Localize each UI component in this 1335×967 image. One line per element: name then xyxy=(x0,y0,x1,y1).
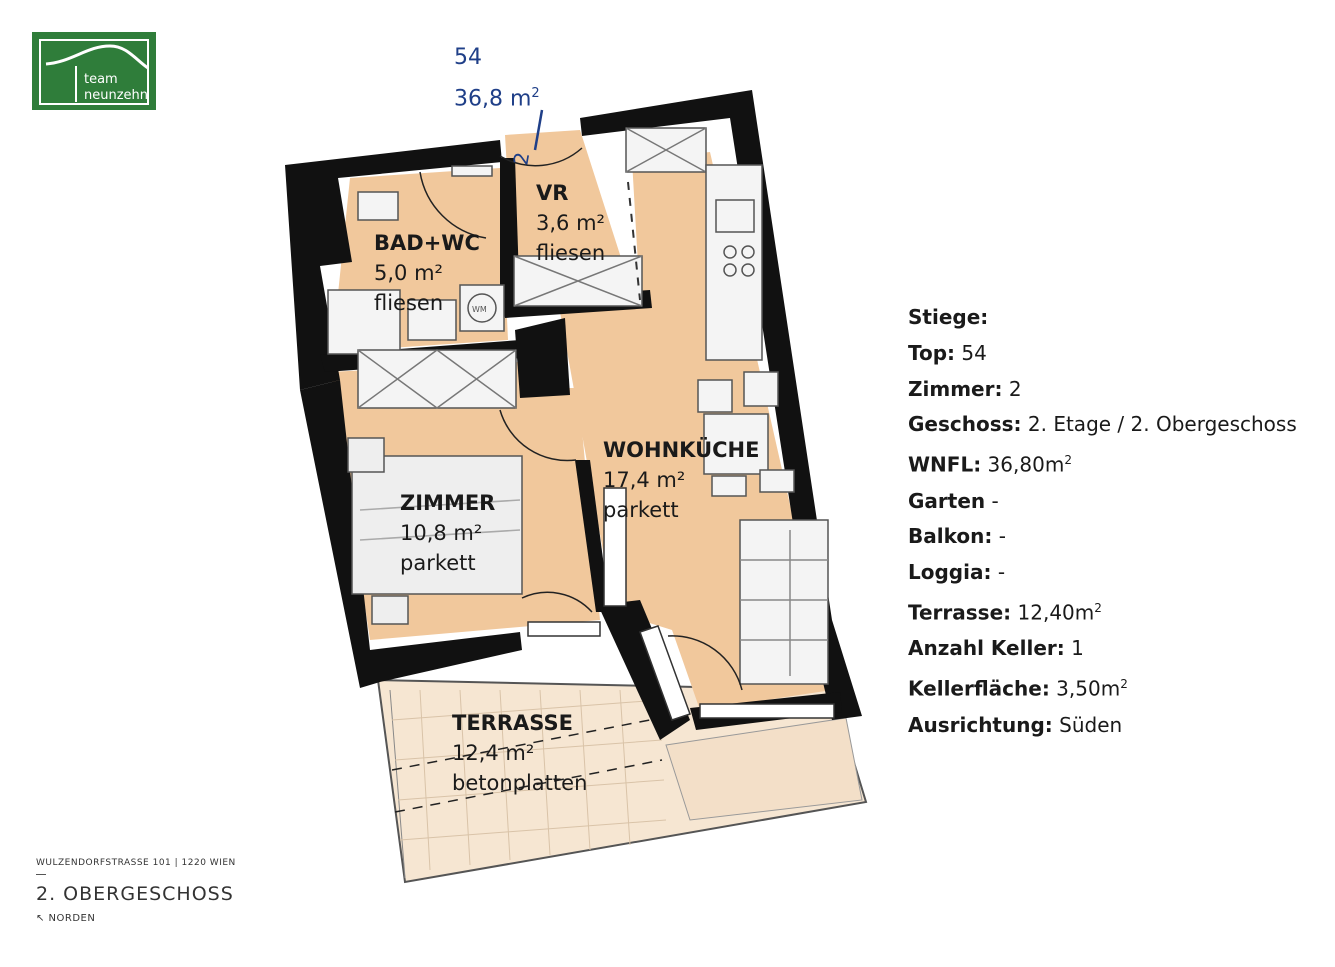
room-area: 17,4 m² xyxy=(603,468,686,492)
apartment-info: Stiege: Top: 54 Zimmer: 2 Geschoss: 2. E… xyxy=(908,300,1297,744)
sink xyxy=(407,299,457,341)
bed xyxy=(347,437,523,625)
svg-text:2: 2 xyxy=(508,150,534,167)
room-area: 12,4 m² xyxy=(452,741,535,765)
room-bad-wc: BAD+WC 5,0 m² fliesen xyxy=(374,228,480,318)
room-wohnkueche: WOHNKÜCHE 17,4 m² parkett xyxy=(603,435,759,525)
divider xyxy=(36,874,46,875)
info-row: Balkon: - xyxy=(908,524,1006,549)
handwritten-area: 36,8 m2 xyxy=(454,86,540,112)
room-name: BAD+WC xyxy=(374,231,480,255)
info-row: Kellerfläche: 3,50m2 xyxy=(908,676,1128,701)
terrace-area xyxy=(376,678,868,884)
room-floor: parkett xyxy=(400,551,476,575)
company-logo: team neunzehn xyxy=(32,32,156,110)
room-vr: VR 3,6 m² fliesen xyxy=(536,178,605,268)
room-name: VR xyxy=(536,181,569,205)
sofa xyxy=(739,519,829,685)
room-area: 5,0 m² xyxy=(374,261,443,285)
info-row: Stiege: xyxy=(908,305,989,329)
info-row: Terrasse: 12,40m2 xyxy=(908,600,1102,625)
info-row: Top: 54 xyxy=(908,340,987,365)
footer: WULZENDORFSTRASSE 101 | 1220 WIEN 2. OBE… xyxy=(36,858,236,924)
room-area: 10,8 m² xyxy=(400,521,483,545)
logo-text-neunzehn: neunzehn xyxy=(84,88,149,103)
room-name: TERRASSE xyxy=(452,711,573,735)
logo-roof-icon xyxy=(39,39,149,105)
handwritten-note: 54 36,8 m2 xyxy=(454,40,540,117)
radiator xyxy=(451,165,493,177)
room-area: 3,6 m² xyxy=(536,211,605,235)
handwritten-top-number: 54 xyxy=(454,45,482,70)
wm-label: WM xyxy=(472,305,487,314)
handwritten-door-mark: 2 xyxy=(508,109,544,167)
floor-title: 2. OBERGESCHOSS xyxy=(36,883,234,905)
room-name: WOHNKÜCHE xyxy=(603,438,760,462)
kitchen-counter xyxy=(705,164,763,361)
room-name: ZIMMER xyxy=(400,491,496,515)
dining-table xyxy=(697,371,795,497)
room-zimmer: ZIMMER 10,8 m² parkett xyxy=(400,488,495,578)
info-row: WNFL: 36,80m2 xyxy=(908,452,1072,477)
info-row: Anzahl Keller: 1 xyxy=(908,636,1084,661)
room-terrasse: TERRASSE 12,4 m² betonplatten xyxy=(452,708,587,798)
info-row: Ausrichtung: Süden xyxy=(908,712,1123,737)
door-swings xyxy=(419,147,743,691)
windows xyxy=(527,487,835,721)
room-floor: parkett xyxy=(603,498,679,522)
info-row: Zimmer: 2 xyxy=(908,376,1022,401)
info-row: Geschoss: 2. Etage / 2. Obergeschoss xyxy=(908,412,1297,437)
info-row: Loggia: - xyxy=(908,560,1006,585)
room-floor: betonplatten xyxy=(452,771,588,795)
info-row: Garten - xyxy=(908,488,999,513)
room-floor: fliesen xyxy=(536,241,606,265)
north-indicator: ↖ NORDEN xyxy=(36,913,96,924)
logo-text-team: team xyxy=(84,72,118,87)
room-floor: fliesen xyxy=(374,291,444,315)
wardrobes xyxy=(357,127,707,409)
address: WULZENDORFSTRASSE 101 | 1220 WIEN xyxy=(36,858,236,868)
toilet xyxy=(357,191,399,221)
